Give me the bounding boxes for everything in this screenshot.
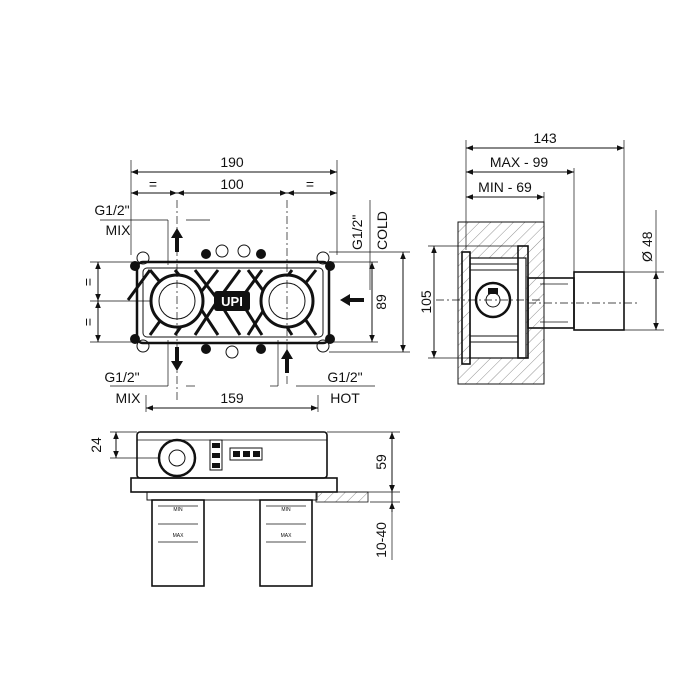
- cold-label: COLD: [374, 211, 390, 250]
- valve-min-left: MIN: [173, 507, 183, 513]
- side-view: 143 MAX - 99 MIN - 69 Ø 48: [428, 130, 664, 385]
- front-view: UPI 190 = 100 = G1/2" MIX G1/2" CO: [80, 154, 434, 412]
- dim-100: 100: [220, 176, 244, 192]
- dim-10-40: 10-40: [373, 522, 389, 558]
- eq-vert-top: =: [80, 278, 96, 286]
- dim-59: 59: [373, 454, 389, 470]
- valve-max-left: MAX: [173, 533, 185, 539]
- eq-right: =: [306, 176, 314, 192]
- mix-top-thread: G1/2": [94, 202, 129, 218]
- valve-sleeve-left: MIN MAX: [151, 499, 205, 587]
- dim-143: 143: [533, 130, 557, 146]
- valve-min-right: MIN: [281, 507, 291, 513]
- mounting-tabs: [130, 244, 335, 359]
- dim-diameter-symbol: Ø: [639, 251, 655, 262]
- dim-105: 105: [418, 290, 434, 314]
- dim-89: 89: [373, 294, 389, 310]
- dim-diameter: 48: [639, 231, 655, 247]
- cold-thread: G1/2": [349, 215, 365, 250]
- hot-label: HOT: [330, 390, 360, 406]
- mix-top-label: MIX: [106, 222, 132, 238]
- dim-24: 24: [88, 437, 104, 453]
- box-frame: [135, 260, 331, 345]
- bottom-view: MIN MAX MIN MAX 24 59 10-40: [88, 431, 400, 587]
- dim-max: MAX - 99: [490, 154, 549, 170]
- dim-190: 190: [220, 154, 244, 170]
- logo-text: UPI: [221, 294, 243, 309]
- eq-left: =: [149, 176, 157, 192]
- dim-159: 159: [220, 390, 244, 406]
- mix-bottom-label: MIX: [116, 390, 142, 406]
- mix-bottom-thread: G1/2": [104, 369, 139, 385]
- eq-vert-bottom: =: [80, 318, 96, 326]
- hot-thread: G1/2": [327, 369, 362, 385]
- flow-arrows: [171, 228, 364, 373]
- valve-max-right: MAX: [281, 533, 293, 539]
- dim-min: MIN - 69: [478, 179, 532, 195]
- valve-sleeve-right: MIN MAX: [259, 499, 313, 587]
